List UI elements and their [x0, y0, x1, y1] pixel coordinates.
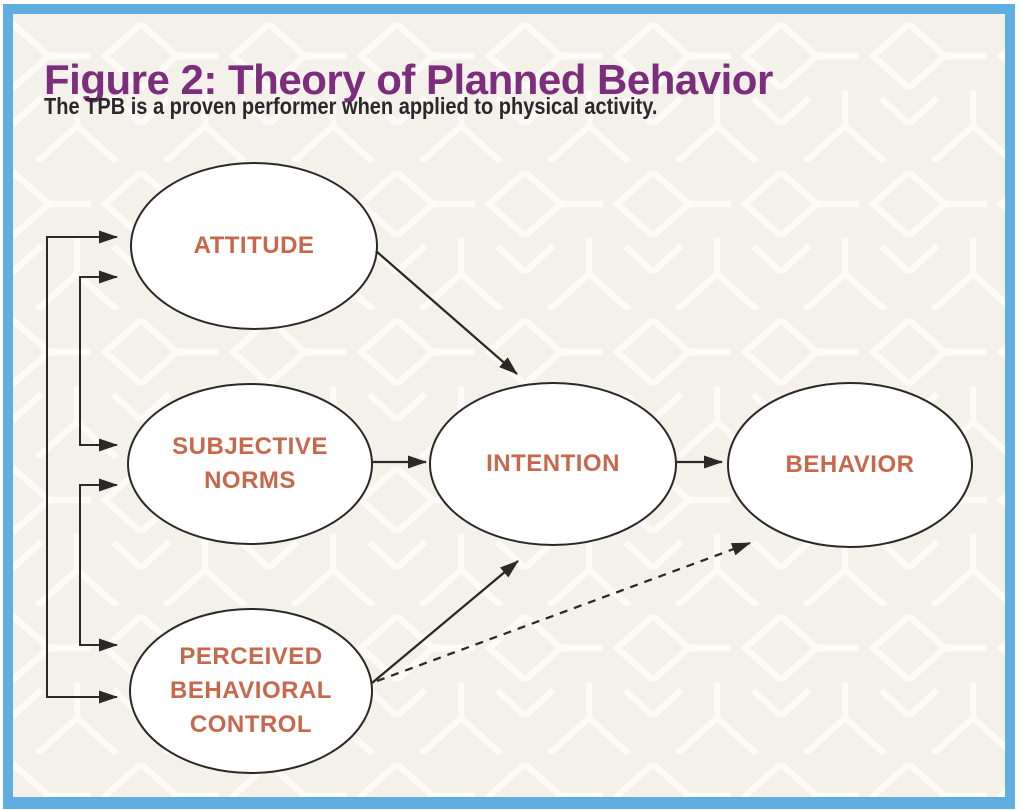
edge-subjective-norms-pbc-bracket	[79, 478, 118, 652]
edge-attitude-pbc-bracket	[46, 230, 118, 704]
edge-attitude-subjective-norms-bracket	[79, 270, 118, 452]
edge-pbc-to-intention	[371, 560, 519, 684]
node-attitude-ellipse	[130, 162, 378, 330]
figure-canvas: Figure 2: Theory of Planned Behavior The…	[13, 14, 1005, 797]
edge-pbc-to-behavior-dashed	[376, 541, 751, 683]
tpb-diagram	[13, 14, 1005, 797]
figure-title: Figure 2: Theory of Planned Behavior	[44, 56, 773, 104]
figure-subtitle: The TPB is a proven performer when appli…	[44, 93, 658, 119]
node-intention-ellipse	[429, 382, 677, 546]
node-behavior-ellipse	[727, 382, 973, 548]
node-subjective-norms-ellipse	[127, 383, 373, 545]
edge-attitude-to-intention	[375, 250, 518, 375]
node-perceived-behavioral-control-ellipse	[129, 608, 373, 774]
